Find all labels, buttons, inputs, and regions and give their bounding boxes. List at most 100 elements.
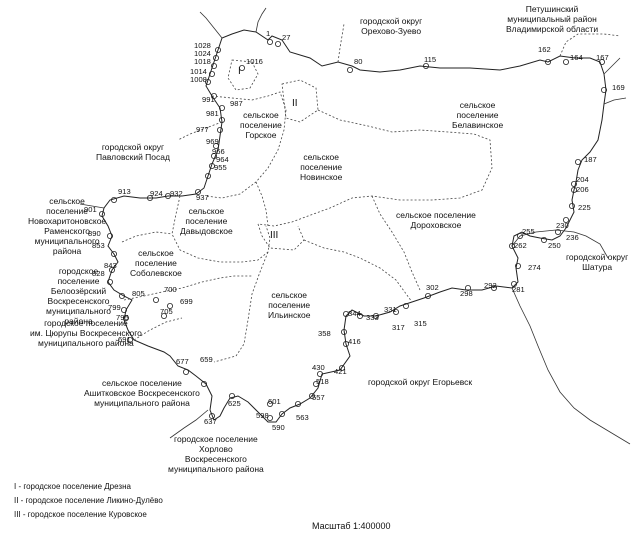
point-number-700: 700: [164, 285, 177, 294]
point-ring-187: [575, 158, 582, 165]
point-number-27: 27: [282, 33, 291, 42]
point-ring-659: [200, 380, 207, 387]
point-number-281: 281: [512, 285, 525, 294]
point-ring-1024: [212, 55, 219, 62]
point-number-302: 302: [426, 283, 439, 292]
point-number-987: 987: [230, 99, 243, 108]
point-ring-932: [164, 192, 171, 199]
point-ring-115: [422, 63, 429, 70]
point-number-913: 913: [118, 187, 131, 196]
point-number-204: 204: [576, 175, 589, 184]
point-ring-292: [490, 284, 497, 291]
map-scale: Масштаб 1:400000: [312, 521, 391, 531]
point-ring-966: [210, 152, 217, 159]
point-ring-236: [555, 228, 562, 235]
point-ring-331: [372, 312, 379, 319]
point-number-115: 115: [424, 55, 437, 64]
point-number-333: 333: [366, 313, 379, 322]
point-number-518: 518: [316, 377, 329, 386]
point-number-255: 255: [522, 227, 535, 236]
point-number-799: 799: [108, 303, 121, 312]
boundary-points: [99, 39, 608, 421]
point-number-924: 924: [150, 189, 163, 198]
point-number-705: 705: [160, 307, 173, 316]
point-ring-955: [204, 172, 211, 179]
point-ring-80: [346, 67, 353, 74]
likino-boundary: [281, 79, 319, 123]
point-number-1018: 1018: [194, 57, 211, 66]
point-ring-987: [218, 105, 225, 112]
egorievsk-border: [511, 287, 631, 445]
dorokhovskoe-west-boundary: [371, 195, 421, 291]
point-number-225: 225: [578, 203, 591, 212]
point-number-167: 167: [596, 53, 609, 62]
internal-boundaries: [121, 23, 621, 363]
point-number-932: 932: [170, 189, 183, 198]
point-ring-601: [266, 400, 273, 407]
point-ring-913: [111, 196, 118, 203]
point-ring-853: [111, 250, 118, 257]
point-ring-969: [212, 142, 219, 149]
point-number-966: 966: [212, 147, 225, 156]
point-ring-421: [338, 364, 345, 371]
point-ring-315: [402, 302, 409, 309]
point-ring-637: [208, 412, 215, 419]
point-ring-795: [123, 314, 130, 321]
novinskoe-boundary: [257, 109, 493, 227]
legend-item: III - городское поселение Куровское: [14, 510, 147, 519]
point-number-853: 853: [92, 241, 105, 250]
point-number-637: 637: [204, 417, 217, 426]
point-ring-206: [571, 186, 578, 193]
point-ring-169: [601, 87, 608, 94]
petushinsky-boundary: [559, 33, 621, 57]
point-number-563: 563: [296, 413, 309, 422]
point-ring-204: [571, 180, 578, 187]
point-ring-164: [563, 59, 570, 66]
point-ring-1018: [210, 63, 217, 70]
point-ring-274: [515, 262, 522, 269]
point-ring-700: [152, 296, 159, 303]
kurovskoe-boundary: [257, 223, 305, 251]
point-ring-563: [294, 400, 301, 407]
point-ring-677: [182, 368, 189, 375]
point-number-969: 969: [206, 137, 219, 146]
point-number-230: 230: [556, 221, 569, 230]
point-ring-901: [99, 210, 106, 217]
point-ring-298: [464, 284, 471, 291]
point-ring-805: [119, 292, 126, 299]
point-ring-317: [392, 308, 399, 315]
point-number-1024: 1024: [194, 49, 211, 58]
point-number-274: 274: [528, 263, 541, 272]
label-egorievsk: городской округ Егорьевск: [368, 377, 473, 387]
point-number-164: 164: [570, 53, 583, 62]
point-number-795: 795: [116, 313, 129, 322]
point-number-659: 659: [200, 355, 213, 364]
point-number-317: 317: [392, 323, 405, 332]
point-number-677: 677: [176, 357, 189, 366]
point-number-1: 1: [266, 29, 271, 38]
sobolevskoe-boundary: [121, 231, 173, 243]
point-ring-281: [510, 280, 517, 287]
point-number-601: 601: [268, 397, 281, 406]
point-ring-333: [356, 312, 363, 319]
point-number-344: 344: [348, 309, 361, 318]
point-ring-625: [228, 392, 235, 399]
point-ring-598: [266, 414, 273, 421]
point-ring-991: [210, 93, 217, 100]
point-number-843: 843: [104, 261, 117, 270]
point-ring-250: [541, 236, 548, 243]
point-ring-1016: [238, 65, 245, 72]
point-number-557: 557: [312, 393, 325, 402]
